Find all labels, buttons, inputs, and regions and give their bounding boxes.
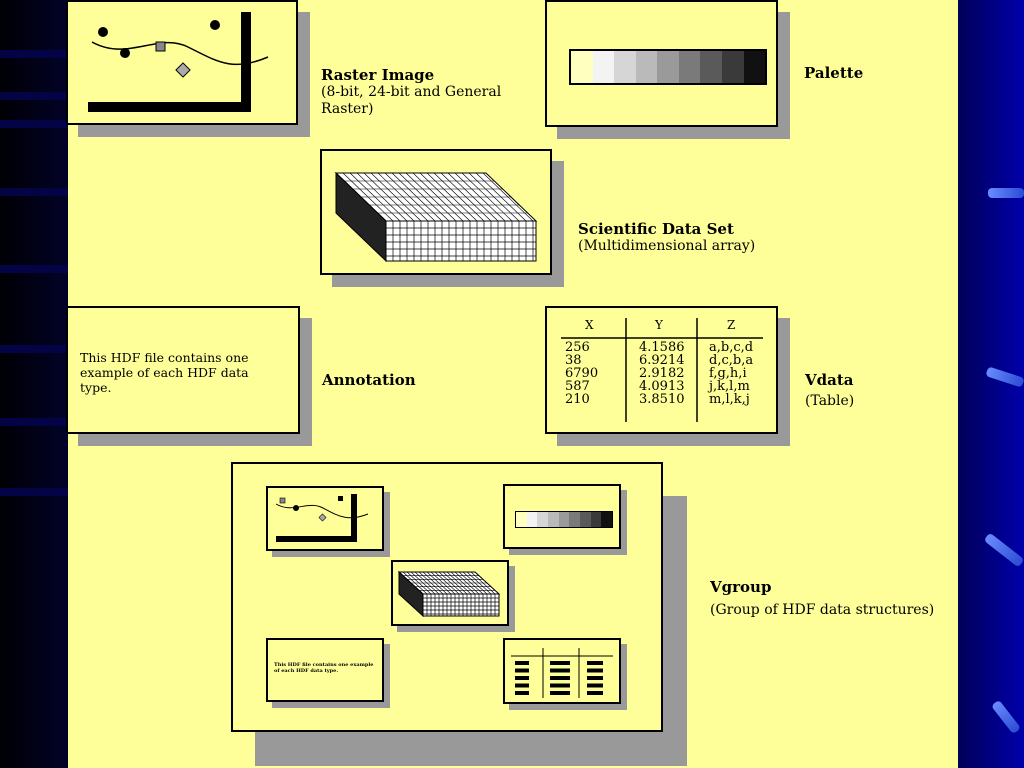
mini-palette-strip xyxy=(515,511,613,528)
raster-image-box xyxy=(66,0,298,125)
data-array-icon xyxy=(334,171,538,263)
raster-image-icon xyxy=(88,12,269,112)
vdata-header-x: X xyxy=(585,318,594,332)
palette-swatch xyxy=(548,512,559,527)
background-stripe xyxy=(0,50,70,58)
palette-swatch xyxy=(569,512,581,527)
palette-swatch xyxy=(592,51,615,83)
palette-swatch xyxy=(590,512,602,527)
annotation-label: Annotation xyxy=(322,371,416,389)
background-streak xyxy=(990,699,1022,735)
vdata-box: X Y Z 256 4.1586 a,b,c,d 38 6.9214 d,c,b,a 679… xyxy=(545,306,778,434)
vdata-desc: (Table) xyxy=(805,393,855,409)
vdata-cell: m,l,k,j xyxy=(709,392,750,407)
vgroup-mini-annotation: This HDF file contains one example of ea… xyxy=(266,638,384,702)
vdata-cell: 3.8510 xyxy=(639,392,685,407)
vgroup-mini-palette xyxy=(503,484,621,549)
vdata-cell: 587 xyxy=(565,379,590,394)
palette-swatch xyxy=(558,512,570,527)
vdata-cell: 4.1586 xyxy=(639,340,685,355)
background-stripe xyxy=(0,188,70,196)
raster-image-title: Raster Image xyxy=(321,66,435,84)
palette-swatch xyxy=(721,51,744,83)
vdata-header-y: Y xyxy=(655,318,663,332)
left-background-panel xyxy=(0,0,70,768)
vdata-cell: d,c,b,a xyxy=(709,353,754,368)
annotation-text: This HDF file contains one example of ea… xyxy=(80,350,249,395)
palette-swatch xyxy=(657,51,679,83)
palette-swatch xyxy=(516,512,527,527)
vdata-cell: 4.0913 xyxy=(639,379,685,394)
sds-label: Scientific Data Set (Multidimensional ar… xyxy=(578,220,755,255)
vdata-cell: 256 xyxy=(565,340,590,355)
background-stripe xyxy=(0,418,70,426)
background-stripe xyxy=(0,120,70,128)
raster-image-label: Raster Image (8-bit, 24-bit and General … xyxy=(321,66,501,118)
vdata-title: Vdata xyxy=(805,371,854,389)
right-background-panel xyxy=(958,0,1024,768)
palette-swatch xyxy=(614,51,636,83)
mini-annotation-text: This HDF file contains one example of ea… xyxy=(274,662,374,674)
diagram-canvas: Raster Image (8-bit, 24-bit and General … xyxy=(66,0,958,768)
vdata-cell: j,k,l,m xyxy=(709,379,750,394)
vgroup-title: Vgroup xyxy=(710,578,772,596)
mini-raster-icon xyxy=(275,494,369,542)
vdata-cell: 2.9182 xyxy=(639,366,685,381)
sds-desc: (Multidimensional array) xyxy=(578,238,756,254)
palette-swatch xyxy=(700,51,722,83)
background-streak xyxy=(983,532,1024,568)
vdata-cell: 210 xyxy=(565,392,590,407)
background-streak xyxy=(985,366,1024,388)
palette-swatch xyxy=(601,512,613,527)
vdata-cell: 6.9214 xyxy=(639,353,685,368)
annotation-title: Annotation xyxy=(322,371,416,389)
vdata-cell: 6790 xyxy=(565,366,599,381)
vdata-cell: 38 xyxy=(565,353,582,368)
palette-title: Palette xyxy=(804,64,864,82)
sds-box xyxy=(320,149,552,275)
palette-swatch xyxy=(526,512,538,527)
raster-image-desc-line2: Raster) xyxy=(321,101,374,117)
vgroup-mini-vdata xyxy=(503,638,621,704)
palette-strip xyxy=(569,49,767,85)
mini-table-icon xyxy=(511,648,613,698)
palette-swatch xyxy=(537,512,549,527)
background-stripe xyxy=(0,488,70,496)
palette-swatch xyxy=(743,51,766,83)
vdata-cell: f,g,h,i xyxy=(709,366,747,381)
annotation-box: This HDF file contains one example of ea… xyxy=(66,306,300,434)
mini-data-array-icon xyxy=(397,570,501,618)
sds-title: Scientific Data Set xyxy=(578,220,734,238)
palette-swatch xyxy=(678,51,701,83)
palette-swatch xyxy=(635,51,658,83)
palette-swatch xyxy=(580,512,591,527)
vdata-cell: a,b,c,d xyxy=(709,340,754,355)
vgroup-box: This HDF file contains one example of ea… xyxy=(231,462,663,732)
background-stripe xyxy=(0,265,70,273)
background-stripe xyxy=(0,92,70,100)
vdata-label: Vdata (Table) xyxy=(805,371,854,410)
raster-image-desc-line1: (8-bit, 24-bit and General xyxy=(321,84,502,100)
palette-label: Palette xyxy=(804,64,863,82)
background-stripe xyxy=(0,345,70,353)
vgroup-mini-sds xyxy=(391,560,509,626)
palette-box xyxy=(545,0,778,127)
vgroup-desc: (Group of HDF data structures) xyxy=(710,602,935,618)
background-streak xyxy=(988,188,1024,198)
vgroup-label: Vgroup (Group of HDF data structures) xyxy=(710,578,934,619)
vdata-header-z: Z xyxy=(727,318,736,332)
palette-swatch xyxy=(571,51,593,83)
vdata-table-lines xyxy=(561,318,763,422)
vgroup-mini-raster xyxy=(266,486,384,551)
